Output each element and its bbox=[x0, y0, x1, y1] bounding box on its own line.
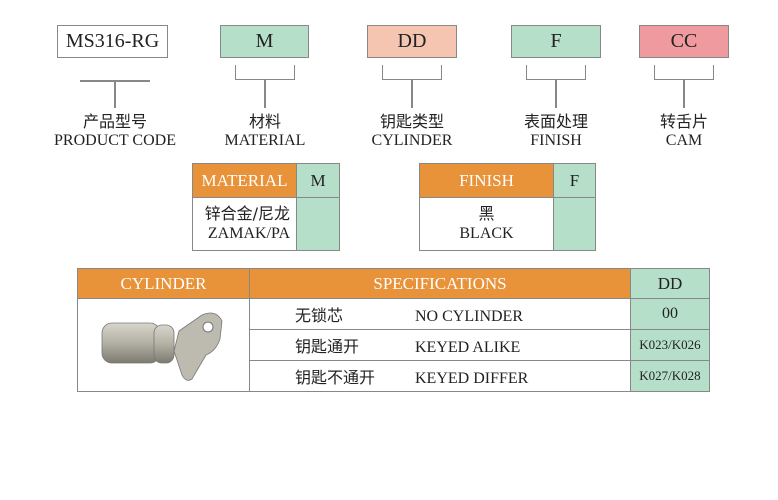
connector bbox=[264, 80, 266, 108]
material-header: MATERIAL bbox=[192, 163, 297, 198]
bracket bbox=[526, 65, 586, 80]
material-code-box: M bbox=[220, 25, 309, 58]
material-code-cell bbox=[296, 197, 340, 251]
product-code-box: MS316-RG bbox=[57, 25, 168, 58]
cam-code-box: CC bbox=[639, 25, 729, 58]
connector bbox=[683, 80, 685, 108]
material-code: M bbox=[296, 163, 340, 198]
cylinder-code-box: DD bbox=[367, 25, 457, 58]
cylinder-image bbox=[77, 298, 250, 392]
spec-code-0: 00 bbox=[630, 298, 710, 330]
connector bbox=[555, 80, 557, 108]
spec-code-2: K027/K028 bbox=[630, 360, 710, 392]
bracket bbox=[654, 65, 714, 80]
cylinder-header: CYLINDER bbox=[77, 268, 250, 299]
connector bbox=[114, 80, 116, 108]
finish-code-cell bbox=[553, 197, 596, 251]
spec-code-1: K023/K026 bbox=[630, 329, 710, 361]
bracket bbox=[235, 65, 295, 80]
bracket bbox=[382, 65, 442, 80]
key-cylinder-icon bbox=[101, 312, 222, 381]
dd-header: DD bbox=[630, 268, 710, 299]
connector bbox=[411, 80, 413, 108]
finish-code: F bbox=[553, 163, 596, 198]
finish-header: FINISH bbox=[419, 163, 554, 198]
specifications-header: SPECIFICATIONS bbox=[249, 268, 631, 299]
finish-code-box: F bbox=[511, 25, 601, 58]
